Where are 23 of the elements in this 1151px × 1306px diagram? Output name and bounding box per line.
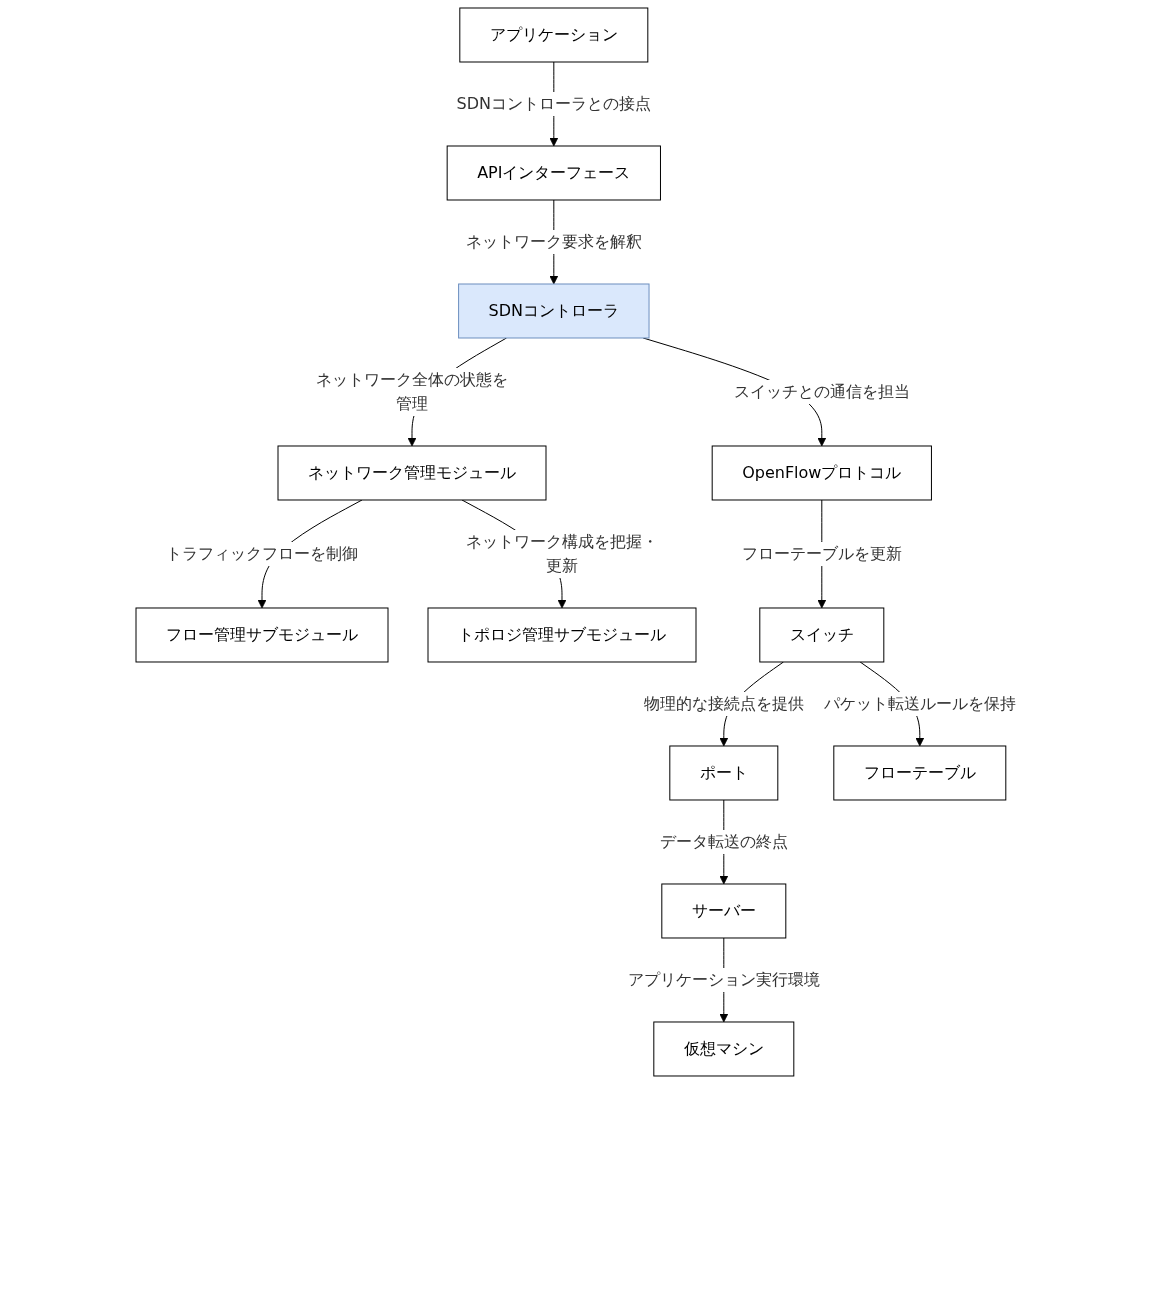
- edge-label: ネットワーク構成を把握・更新: [465, 531, 658, 575]
- node-box: フロー管理サブモジュール: [135, 607, 389, 663]
- node-box: ネットワーク管理モジュール: [277, 445, 547, 501]
- edge-label: ネットワーク全体の状態を管理: [315, 369, 508, 413]
- node-box: 仮想マシン: [652, 1021, 794, 1077]
- node-box: APIインターフェース: [446, 145, 661, 201]
- node-box: ポート: [668, 745, 778, 801]
- edge-label: パケット転送ルールを保持: [823, 693, 1016, 713]
- node-box: フローテーブル: [832, 745, 1006, 801]
- node-box: SDNコントローラ: [457, 283, 650, 339]
- node-box: OpenFlowプロトコル: [711, 445, 932, 501]
- edge-label: スイッチとの通信を担当: [733, 381, 910, 401]
- edge-label: ネットワーク要求を解釈: [465, 232, 642, 251]
- edge-label: SDNコントローラとの接点: [456, 94, 651, 113]
- edge-label: データ転送の終点: [659, 831, 788, 851]
- node-box: トポロジ管理サブモジュール: [427, 607, 697, 663]
- node-box: スイッチ: [758, 607, 884, 663]
- node-box: サーバー: [660, 883, 786, 939]
- edge-label: 物理的な接続点を提供: [643, 693, 804, 713]
- edge-label: アプリケーション実行環境: [627, 969, 820, 989]
- edge-label: トラフィックフローを制御: [165, 543, 358, 563]
- edge-label: フローテーブルを更新: [741, 543, 902, 563]
- node-box: アプリケーション: [458, 7, 648, 63]
